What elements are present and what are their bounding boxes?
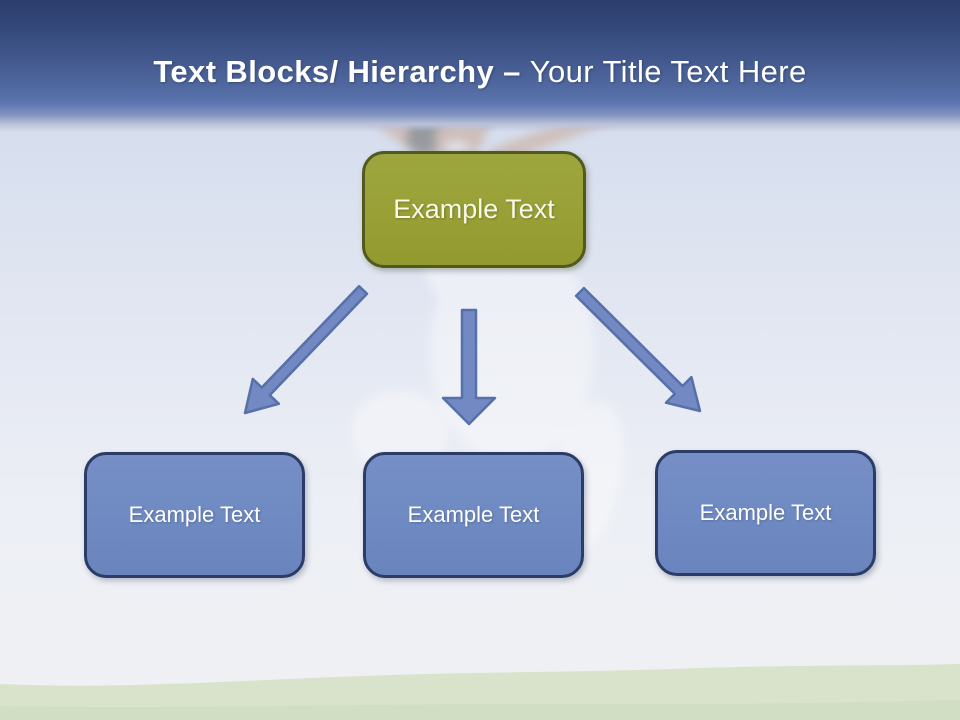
child-text-block-1[interactable]: Example Text xyxy=(84,452,305,578)
title-bar: Text Blocks/ Hierarchy –Your Title Text … xyxy=(0,0,960,132)
slide-title: Text Blocks/ Hierarchy –Your Title Text … xyxy=(0,54,960,90)
child-text-block-2-label: Example Text xyxy=(407,502,540,527)
child-text-block-2[interactable]: Example Text xyxy=(363,452,584,578)
root-text-block-label: Example Text xyxy=(393,194,555,224)
arrow-down-icon[interactable] xyxy=(441,308,497,426)
root-text-block[interactable]: Example Text xyxy=(362,151,586,268)
child-text-block-1-label: Example Text xyxy=(128,502,261,527)
arrow-down-right-icon[interactable] xyxy=(574,286,702,413)
arrow-down-left-icon[interactable] xyxy=(243,284,369,415)
slide-title-bold: Text Blocks/ Hierarchy – xyxy=(153,54,521,89)
slide-title-regular: Your Title Text Here xyxy=(529,54,807,89)
child-text-block-3[interactable]: Example Text xyxy=(655,450,876,576)
child-text-block-3-label: Example Text xyxy=(699,500,832,525)
